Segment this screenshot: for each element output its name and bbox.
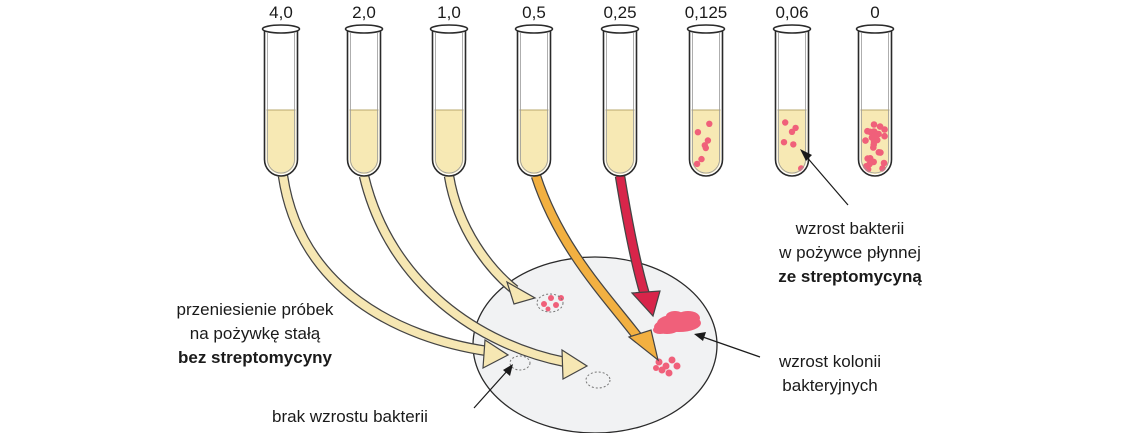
no-growth-spot-1 bbox=[509, 355, 531, 371]
arrow-tube-3 bbox=[443, 175, 537, 305]
tube-medium bbox=[519, 110, 549, 174]
colony-cluster-medium bbox=[653, 356, 681, 377]
tube-colonies bbox=[862, 121, 888, 173]
annotation-no-growth: brak wzrostu bakterii bbox=[272, 407, 428, 426]
test-tube-3 bbox=[429, 24, 469, 177]
test-tube-2 bbox=[344, 24, 384, 177]
test-tube-7 bbox=[772, 24, 812, 177]
arrow-tube-5 bbox=[614, 175, 661, 318]
empty-spot bbox=[536, 293, 564, 313]
arrow-tube-2 bbox=[358, 174, 589, 380]
annotation-liquid-growth-line1: wzrost bakterii bbox=[795, 219, 905, 238]
annotation-transfer: przeniesienie próbek na pożywkę stałą be… bbox=[140, 298, 370, 370]
annotation-liquid-growth-line3: ze streptomycyną bbox=[778, 267, 922, 286]
concentration-label-1: 4,0 bbox=[269, 3, 293, 22]
test-tube-row bbox=[261, 24, 895, 177]
tube-medium bbox=[349, 110, 379, 174]
annotation-colony-growth-line2: bakteryjnych bbox=[782, 376, 878, 395]
concentration-label-6: 0,125 bbox=[684, 3, 728, 22]
test-tube-4 bbox=[514, 24, 554, 177]
tube-colonies bbox=[693, 120, 713, 168]
test-tube-6 bbox=[686, 24, 726, 177]
arrow-tube-4 bbox=[531, 174, 659, 362]
test-tube-1 bbox=[261, 24, 301, 177]
tube-medium bbox=[434, 110, 464, 174]
concentration-label-5: 0,25 bbox=[603, 3, 637, 22]
concentration-label-8: 0 bbox=[870, 3, 880, 22]
arrow-tube-1 bbox=[277, 175, 510, 370]
annotation-transfer-line1: przeniesienie próbek bbox=[176, 300, 334, 319]
concentration-label-7: 0,06 bbox=[775, 3, 809, 22]
pointer-liquid-growth bbox=[800, 149, 849, 206]
pointer-colony-growth bbox=[694, 332, 761, 358]
annotation-transfer-line3: bez streptomycyny bbox=[178, 348, 332, 367]
colony-cluster-small bbox=[541, 295, 564, 312]
concentration-label-2: 2,0 bbox=[352, 3, 376, 22]
annotation-transfer-line2: na pożywkę stałą bbox=[189, 324, 321, 343]
no-growth-spot-2 bbox=[585, 371, 611, 389]
annotation-liquid-growth: wzrost bakterii w pożywce płynnej ze str… bbox=[735, 217, 965, 289]
colony-cluster-large bbox=[653, 311, 701, 334]
concentration-label-4: 0,5 bbox=[522, 3, 546, 22]
pointer-no-growth bbox=[473, 364, 513, 409]
test-tube-8 bbox=[855, 24, 895, 177]
concentration-label-3: 1,0 bbox=[437, 3, 461, 22]
tube-medium bbox=[266, 110, 296, 174]
annotation-colony-growth: wzrost kolonii bakteryjnych bbox=[740, 350, 920, 398]
annotation-colony-growth-line1: wzrost kolonii bbox=[778, 352, 882, 371]
tube-medium bbox=[605, 110, 635, 174]
test-tube-5 bbox=[600, 24, 640, 177]
annotation-liquid-growth-line2: w pożywce płynnej bbox=[779, 243, 921, 262]
